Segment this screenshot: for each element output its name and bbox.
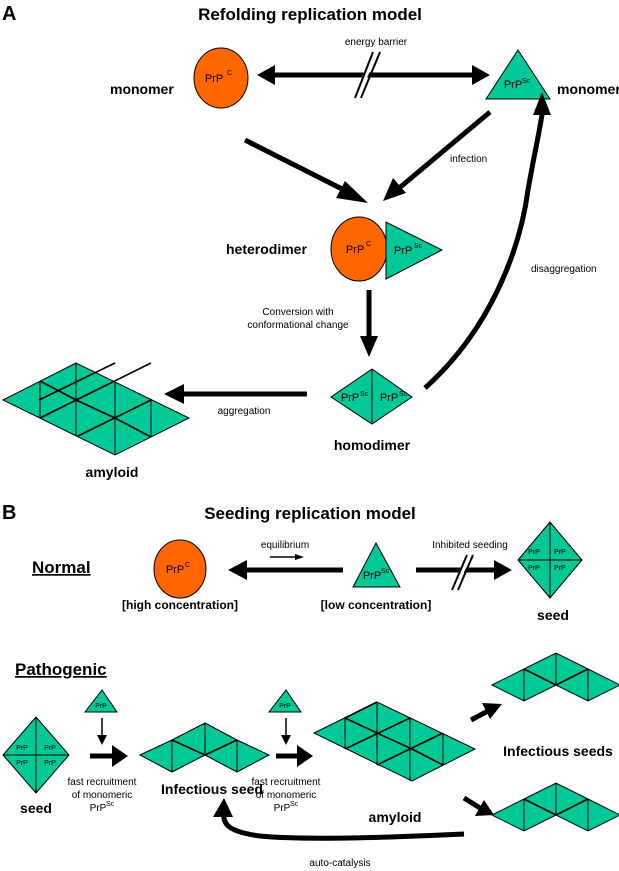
prpsc-label: PrP xyxy=(504,79,522,91)
homodimer-label: homodimer xyxy=(334,437,411,453)
fast-recruitment-2-line1: fast recruitment xyxy=(252,777,321,788)
conversion-label-line1: Conversion with xyxy=(262,307,333,318)
disaggregation-label: disaggregation xyxy=(531,264,597,275)
panel-b-label: B xyxy=(2,502,16,524)
inhibited-seeding-arrow xyxy=(416,553,512,592)
low-concentration-label: [low concentration] xyxy=(321,598,432,612)
infectious-seed-label: Infectious seed xyxy=(161,781,263,797)
seed-q2-label: PrP xyxy=(554,549,566,556)
pseed-q2-label: PrP xyxy=(44,745,56,752)
equilibrium-arrow xyxy=(228,554,343,580)
panel-a-label: A xyxy=(2,3,16,25)
homodimer-prpsc-left: PrP xyxy=(341,392,359,404)
fast-recruitment-2-line3: PrP xyxy=(274,803,291,814)
recruit-arrow-1 xyxy=(90,745,128,767)
normal-prpsc-label: PrP xyxy=(363,570,381,582)
monomer-left-label: monomer xyxy=(110,81,174,97)
infectious-seed-top xyxy=(490,652,619,702)
homodimer-prpsc-right: PrP xyxy=(380,392,398,404)
normal-heading: Normal xyxy=(32,558,91,577)
normal-prpsc-sup: Sc xyxy=(381,568,390,575)
infectious-seeds-label: Infectious seeds xyxy=(503,743,613,759)
auto-catalysis-arrow xyxy=(213,798,465,841)
homodimer: PrP Sc PrP Sc xyxy=(330,368,413,425)
fast-recruitment-1-line2: of monomeric xyxy=(72,790,133,801)
pseed-q4-label: PrP xyxy=(44,760,56,767)
recruit-monomer-1: PrP xyxy=(83,689,118,745)
seed-q4-label: PrP xyxy=(554,565,566,572)
recruit-1-prp: PrP xyxy=(95,703,107,710)
aggregation-label: aggregation xyxy=(218,406,271,417)
fast-recruitment-2-sup: Sc xyxy=(290,801,299,808)
heterodimer-prpsc-sup: Sc xyxy=(414,243,423,250)
pathogenic-seed: PrP PrP PrP PrP xyxy=(2,716,70,794)
seed-q1-label: PrP xyxy=(528,549,540,556)
recruit-arrow-2 xyxy=(276,745,313,767)
recruit-monomer-2: PrP xyxy=(267,689,302,745)
normal-prpsc: PrP Sc xyxy=(352,541,401,588)
arrow-to-seed-top xyxy=(469,703,502,723)
arrow-prpc-to-heterodimer xyxy=(243,137,368,203)
seed-q3-label: PrP xyxy=(528,565,540,572)
amyloid-b xyxy=(312,701,477,782)
energy-barrier-double-arrow xyxy=(257,50,490,100)
auto-catalysis-label: auto-catalysis xyxy=(309,858,370,869)
energy-barrier-label: energy barrier xyxy=(345,37,408,48)
amyloid-a-label: amyloid xyxy=(86,464,139,480)
heterodimer-prpc-label: PrP xyxy=(346,244,364,256)
fast-recruitment-1-sup: Sc xyxy=(106,801,115,808)
panel-a-title: Refolding replication model xyxy=(198,5,422,24)
heterodimer-label: heterodimer xyxy=(226,241,307,257)
prpc-sup: C xyxy=(227,70,232,77)
fast-recruitment-1-line3: PrP xyxy=(90,803,107,814)
normal-seed: PrP PrP PrP PrP xyxy=(517,521,583,599)
arrow-to-seed-bottom xyxy=(462,795,494,816)
prpsc-sup: Sc xyxy=(522,78,531,85)
panel-b-title: Seeding replication model xyxy=(204,504,416,523)
heterodimer: PrP C PrP Sc xyxy=(330,216,444,282)
recruit-2-prp: PrP xyxy=(279,703,291,710)
pseed-q3-label: PrP xyxy=(16,760,28,767)
prpc-monomer: PrP C xyxy=(193,47,249,109)
heterodimer-prpsc-label: PrP xyxy=(394,245,412,257)
normal-seed-label: seed xyxy=(537,607,569,623)
heterodimer-prpc-sup: C xyxy=(366,241,371,248)
high-concentration-label: [high concentration] xyxy=(122,598,238,612)
fast-recruitment-1-line1: fast recruitment xyxy=(68,777,137,788)
pathogenic-seed-label: seed xyxy=(20,800,52,816)
prpc-label: PrP xyxy=(205,73,223,85)
monomer-right-label: monomer xyxy=(557,81,619,97)
normal-prpc-sup: C xyxy=(185,562,190,569)
arrow-prpsc-to-heterodimer xyxy=(383,110,492,201)
inhibited-seeding-label: Inhibited seeding xyxy=(432,540,508,551)
conversion-arrow xyxy=(360,290,378,357)
fast-recruitment-2-line2: of monomeric xyxy=(256,790,317,801)
infectious-seed xyxy=(138,722,271,773)
pathogenic-heading: Pathogenic xyxy=(15,660,107,679)
equilibrium-label: equilibrium xyxy=(261,540,309,551)
infection-label: infection xyxy=(450,154,487,165)
amyloid-b-label: amyloid xyxy=(369,809,422,825)
homodimer-prpsc-left-sup: Sc xyxy=(360,391,369,398)
aggregation-arrow xyxy=(164,384,307,404)
pseed-q1-label: PrP xyxy=(16,745,28,752)
amyloid-a xyxy=(1,362,191,456)
prpsc-monomer: PrP Sc xyxy=(485,49,551,100)
homodimer-prpsc-right-sup: Sc xyxy=(399,391,408,398)
normal-prpc: PrP C xyxy=(153,539,207,599)
conversion-label-line2: conformational change xyxy=(247,320,349,331)
disaggregation-arrow xyxy=(423,92,551,390)
normal-prpc-label: PrP xyxy=(166,564,184,576)
infectious-seed-bottom xyxy=(490,782,619,832)
